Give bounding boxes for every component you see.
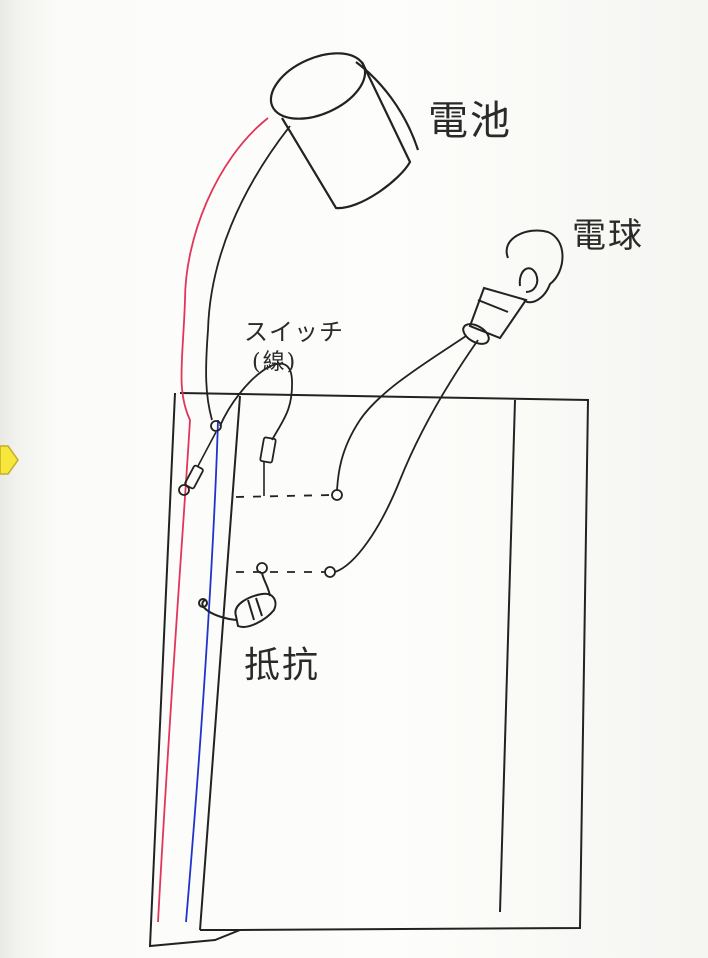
resistor-lead-left xyxy=(201,599,237,621)
yellow-arrow-marker xyxy=(0,445,19,475)
resistor-lead-right xyxy=(261,571,271,597)
terminals xyxy=(178,420,343,578)
battery-black-lead xyxy=(205,125,291,421)
board-left-inner-edge xyxy=(199,395,241,931)
bulb-wire-lower xyxy=(334,339,479,573)
resistor-label: 抵抗 xyxy=(244,645,321,686)
switch-sublabel: (線) xyxy=(252,350,298,375)
board-inner-divider xyxy=(499,399,516,913)
bulb-label: 電球 xyxy=(572,216,644,256)
bulb-socket xyxy=(468,286,528,340)
terminal-lower-right xyxy=(324,566,336,578)
dashed-lines xyxy=(235,494,333,573)
switch-wire xyxy=(219,362,293,441)
board xyxy=(148,392,590,948)
battery-top xyxy=(269,52,367,120)
bulb-filament xyxy=(518,267,539,293)
battery xyxy=(269,52,420,210)
resistor-body xyxy=(234,592,277,628)
terminal-top xyxy=(210,420,222,432)
switch-clip xyxy=(259,436,277,464)
battery-label: 電池 xyxy=(428,98,512,144)
bulb-glass xyxy=(505,229,564,304)
bulb xyxy=(462,229,564,345)
resistor xyxy=(198,571,277,628)
red-wire xyxy=(157,117,269,923)
battery-body xyxy=(281,61,412,210)
switch-label: スイッチ xyxy=(244,318,344,346)
small-clip xyxy=(184,464,204,490)
terminal-mid-right xyxy=(331,489,343,501)
blue-wire xyxy=(185,419,219,923)
terminal-left xyxy=(178,484,190,496)
bulb-wire-upper xyxy=(336,335,467,491)
